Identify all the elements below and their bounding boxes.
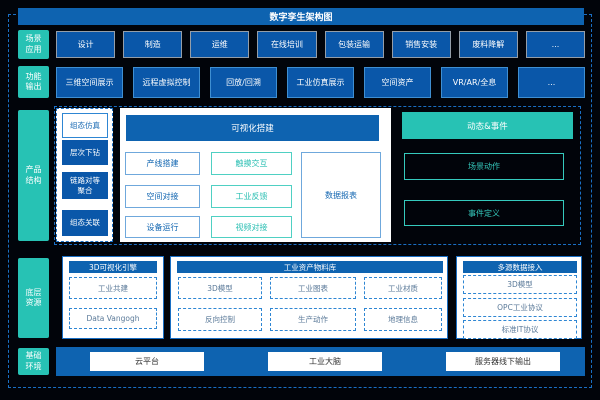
resource-item: 地理信息: [364, 308, 442, 331]
side-box-config-relation: 组态关联: [62, 210, 108, 236]
dynamic-box: 事件定义: [404, 200, 564, 226]
function-box: 工业仿真展示: [287, 67, 354, 98]
scene-box: 销售安装: [391, 31, 451, 58]
scene-box: 设计: [56, 31, 116, 58]
environment-box: 工业大脑: [268, 352, 382, 371]
scene-box: 包装运输: [324, 31, 384, 58]
resource-item: 工业共建: [69, 277, 157, 299]
scene-box: 废料降解: [458, 31, 518, 58]
dynamic-box: 场景动作: [404, 153, 564, 180]
product-section-frame: [54, 106, 581, 245]
scene-box: 运维: [190, 31, 250, 58]
resource-item: 标准IT协议: [463, 320, 577, 339]
function-box-more: ...: [518, 67, 585, 98]
visual-box: 触摸交互: [211, 152, 292, 175]
resource-item: 生产动作: [270, 308, 356, 331]
function-box: 远程虚拟控制: [133, 67, 200, 98]
function-row: 三维空间展示 远程虚拟控制 回放/回溯 工业仿真展示 空间资产 VR/AR/全息…: [56, 67, 585, 98]
dynamic-events-section: 动态&事件 场景动作 事件定义: [402, 112, 573, 242]
resource-item: Data Vangogh: [69, 308, 157, 329]
visual-build-panel: 可视化搭建 产线搭建 空间对接 设备运行 触摸交互 工业反馈 视频对接 数据报表: [120, 108, 391, 242]
resource-item: 工业图表: [270, 277, 356, 299]
resources-panel-header: 3D可视化引擎: [69, 261, 157, 273]
dynamic-events-header: 动态&事件: [402, 112, 573, 139]
resource-item: 工业材质: [364, 277, 442, 299]
environment-bar: 云平台 工业大脑 服务器线下输出: [56, 347, 585, 376]
visual-box-data-report: 数据报表: [301, 152, 381, 238]
scene-box-more: ...: [525, 31, 585, 58]
visual-build-header: 可视化搭建: [126, 115, 379, 141]
function-box: 三维空间展示: [56, 67, 123, 98]
visual-box: 工业反馈: [211, 185, 292, 208]
resources-panel-engine: 3D可视化引擎 工业共建 Data Vangogh: [62, 256, 164, 339]
visual-box: 空间对接: [125, 185, 200, 208]
environment-box: 服务器线下输出: [446, 352, 560, 371]
side-box-drilldown: 层次下钻: [62, 140, 108, 165]
resource-item: 反向控制: [178, 308, 262, 331]
resource-item: OPC工业协议: [463, 298, 577, 317]
side-box-link-aggregation: 链路对等聚合: [62, 172, 108, 199]
scene-box: 制造: [123, 31, 183, 58]
side-box-config-sim: 组态仿真: [62, 113, 108, 138]
section-label-resources: 底层资源: [18, 258, 49, 338]
environment-box: 云平台: [90, 352, 204, 371]
section-label-product: 产品结构: [18, 110, 49, 241]
function-box: VR/AR/全息: [441, 67, 508, 98]
diagram-title: 数字孪生架构图: [18, 8, 584, 25]
function-box: 回放/回溯: [210, 67, 277, 98]
resources-panel-asset-library: 工业资产物料库 3D模型 工业图表 工业材质 反向控制 生产动作 地理信息: [170, 256, 448, 339]
resource-item: 3D模型: [178, 277, 262, 299]
section-label-function: 功能输出: [18, 66, 49, 98]
section-label-environment: 基础环境: [18, 348, 49, 375]
function-box: 空间资产: [364, 67, 431, 98]
resources-panel-header: 多源数据接入: [463, 261, 577, 273]
scene-row: 设计 制造 运维 在线培训 包装运输 销售安装 废料降解 ...: [56, 31, 585, 58]
product-side-panel: 组态仿真 层次下钻 链路对等聚合 组态关联: [56, 108, 113, 242]
visual-box: 视频对接: [211, 216, 292, 238]
resources-panel-data-access: 多源数据接入 3D模型 OPC工业协议 标准IT协议: [456, 256, 582, 339]
resource-item: 3D模型: [463, 275, 577, 294]
section-label-scene: 场景应用: [18, 30, 49, 59]
scene-box: 在线培训: [257, 31, 317, 58]
resources-panel-header: 工业资产物料库: [177, 261, 443, 273]
visual-box: 设备运行: [125, 216, 200, 238]
visual-box: 产线搭建: [125, 152, 200, 175]
